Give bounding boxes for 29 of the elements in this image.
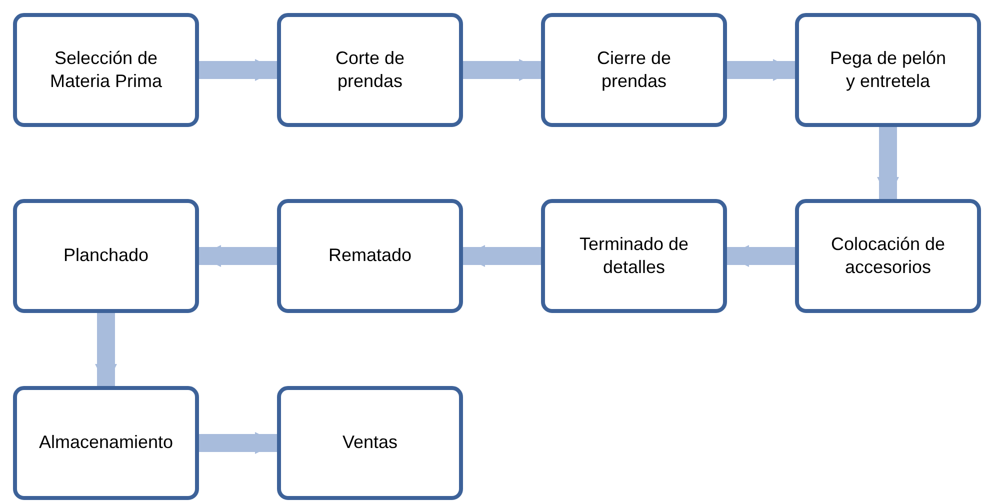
block-arrow [463,59,541,81]
step-label: Rematado [328,244,412,268]
process-box [277,386,463,500]
process-box [13,199,199,313]
step-label: Cierre de prendas [596,46,672,93]
block-arrow [95,313,117,386]
process-box [13,386,199,500]
step-label: Ventas [342,431,398,454]
step-label: Almacenamiento [38,431,174,454]
block-arrow [199,245,277,267]
block-arrow [199,432,277,454]
process-box [541,199,727,313]
block-arrow [463,245,541,267]
block-arrow [199,59,277,81]
process-box [795,13,981,127]
process-box [277,13,463,127]
step-label: Terminado de detalles [578,232,690,279]
block-arrow [877,127,899,199]
process-box [277,199,463,313]
step-label: Corte de prendas [334,46,406,93]
step-label: Colocación de accesorios [830,232,946,279]
process-box [541,13,727,127]
step-label: Selección de Materia Prima [48,46,164,93]
block-arrow [727,245,795,267]
step-label: Pega de pelón y entretela [829,46,947,93]
step-label: Planchado [63,244,149,268]
process-box [13,13,199,127]
block-arrow [727,59,795,81]
process-box [795,199,981,313]
